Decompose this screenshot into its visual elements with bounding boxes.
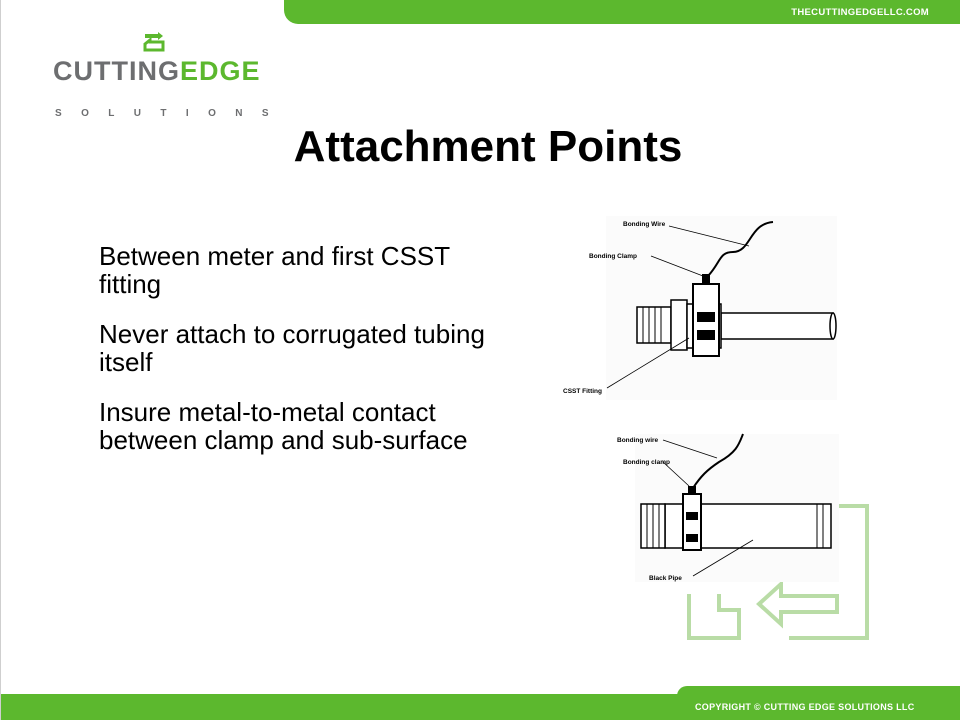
footer-copyright: COPYRIGHT © CUTTING EDGE SOLUTIONS LLC xyxy=(695,702,915,712)
bullet-item: Between meter and first CSST fitting xyxy=(99,241,450,299)
logo-mark-icon xyxy=(143,32,165,52)
label-bonding-clamp-2: Bonding clamp xyxy=(623,459,670,466)
logo-wordmark: CUTTINGEDGE xyxy=(53,56,261,87)
bullet-item: Insure metal-to-metal contact between cl… xyxy=(99,397,468,455)
logo-word-cutting: CUTTING xyxy=(53,56,180,86)
label-black-pipe: Black Pipe xyxy=(649,575,682,582)
slide-title: Attachment Points xyxy=(293,122,683,171)
label-csst-fitting: CSST Fitting xyxy=(563,388,602,395)
label-bonding-wire: Bonding Wire xyxy=(623,221,666,228)
logo-word-edge: EDGE xyxy=(179,56,261,86)
bullet-item: Never attach to corrugated tubing itself xyxy=(99,319,485,377)
black-pipe-diagram: Bonding wire Bonding clamp Black Pipe xyxy=(617,433,839,582)
bullet-list: Between meter and first CSST fitting Nev… xyxy=(99,242,489,476)
csst-fitting-diagram: Bonding Wire Bonding Clamp CSST Fitting xyxy=(563,216,837,400)
footer-tab xyxy=(677,686,960,696)
company-logo: CUTTINGEDGE SOLUTIONS xyxy=(53,28,269,119)
logo-subtitle: SOLUTIONS xyxy=(55,108,288,119)
header-band: THECUTTINGEDGELLC.COM xyxy=(284,0,960,24)
header-url: THECUTTINGEDGELLC.COM xyxy=(791,7,929,18)
footer-band: COPYRIGHT © CUTTING EDGE SOLUTIONS LLC xyxy=(1,694,960,720)
label-bonding-clamp: Bonding Clamp xyxy=(589,253,637,260)
label-bonding-wire-2: Bonding wire xyxy=(617,437,659,444)
decorative-arrows-icon xyxy=(687,504,869,640)
